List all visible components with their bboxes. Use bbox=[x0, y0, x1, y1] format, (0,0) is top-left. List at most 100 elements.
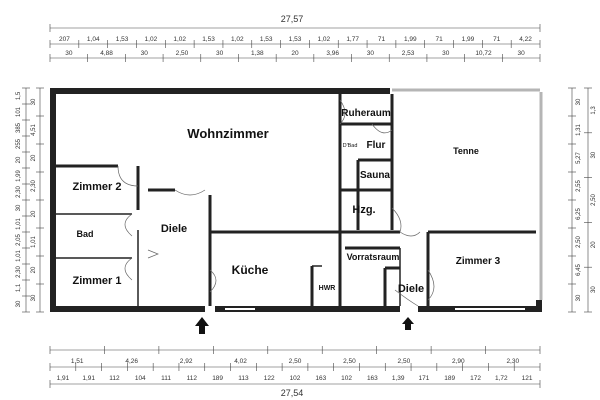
room-hzg: Hzg. bbox=[352, 204, 375, 216]
dimension-label: 2,50 bbox=[343, 358, 356, 365]
dimension-label: 30 bbox=[591, 151, 597, 158]
dimension-label: 5,27 bbox=[576, 152, 582, 164]
dimension-label: 20 bbox=[291, 50, 299, 57]
dimension-label: 1,5 bbox=[16, 91, 22, 100]
dimension-label: 1,53 bbox=[116, 36, 129, 43]
dimension-label: 2,50 bbox=[398, 358, 411, 365]
dimension-label: 1,99 bbox=[16, 170, 22, 182]
dimension-label: 2,30 bbox=[16, 266, 22, 278]
dimension-label: 20 bbox=[591, 241, 597, 248]
dimension-label: 30 bbox=[141, 50, 149, 57]
room-bad: Bad bbox=[76, 229, 93, 239]
room-flur: Flur bbox=[367, 140, 386, 151]
dimension-label: 4,22 bbox=[519, 36, 532, 43]
dimension-label: 1,1 bbox=[16, 283, 22, 292]
dimension-label: 112 bbox=[187, 375, 198, 382]
exterior-walls bbox=[50, 88, 543, 312]
dimension-label: 1,02 bbox=[317, 36, 330, 43]
dimension-label: 2,30 bbox=[506, 358, 519, 365]
dimension-label: 30 bbox=[216, 50, 224, 57]
dimension-label: 102 bbox=[341, 375, 352, 382]
dimension-label: 6,45 bbox=[576, 264, 582, 276]
dimension-label: 121 bbox=[522, 375, 533, 382]
dimension-label: 1,01 bbox=[31, 236, 37, 248]
dimension-label: 3,96 bbox=[326, 50, 339, 57]
dimension-label: 1,01 bbox=[16, 250, 22, 262]
dimension-label: 1,99 bbox=[462, 36, 475, 43]
dimension-label: 4,51 bbox=[31, 124, 37, 136]
dimension-label: 172 bbox=[470, 375, 481, 382]
dimension-label: 122 bbox=[264, 375, 275, 382]
dimension-label: 2,50 bbox=[176, 50, 189, 57]
dimension-label: 163 bbox=[367, 375, 378, 382]
dimension-label: 1,91 bbox=[82, 375, 95, 382]
room-diele-left: Diele bbox=[161, 223, 187, 235]
dimension-label: 2,30 bbox=[31, 180, 37, 192]
dimension-label: 1,99 bbox=[404, 36, 417, 43]
dimension-label: 207 bbox=[59, 36, 70, 43]
room-zimmer-2: Zimmer 2 bbox=[73, 181, 122, 193]
dimension-label: 30 bbox=[518, 50, 526, 57]
dimension-label: 20 bbox=[31, 154, 37, 161]
room-dbad: D'Bad bbox=[343, 143, 358, 149]
dimension-label: 30 bbox=[16, 300, 22, 307]
dimension-label: 30 bbox=[16, 204, 22, 211]
dimension-label: 2,53 bbox=[402, 50, 415, 57]
dimension-label: 171 bbox=[419, 375, 430, 382]
room-zimmer-1: Zimmer 1 bbox=[73, 275, 122, 287]
left-dimension-chain: 1,5 101 385 255 20 1,99 2,30 30 1,01 2,05 1,01 2,30… bbox=[16, 87, 44, 313]
dimension-label: 1,02 bbox=[145, 36, 158, 43]
dimension-label: 71 bbox=[493, 36, 501, 43]
dimension-label: 1,51 bbox=[71, 358, 84, 365]
dimension-label: 30 bbox=[591, 286, 597, 293]
dimension-label: 30 bbox=[576, 98, 582, 105]
room-zimmer-3: Zimmer 3 bbox=[456, 256, 501, 267]
interior-walls bbox=[56, 94, 536, 306]
room-hwr: HWR bbox=[319, 285, 336, 292]
dimension-label: 1,53 bbox=[289, 36, 302, 43]
dimension-label: 101 bbox=[16, 106, 22, 117]
dimension-label: 71 bbox=[436, 36, 444, 43]
dimension-label: 1,04 bbox=[87, 36, 100, 43]
dimension-label: 2,55 bbox=[576, 180, 582, 192]
dimension-label: 20 bbox=[31, 210, 37, 217]
dimension-label: 1,38 bbox=[251, 50, 264, 57]
dimension-label: 385 bbox=[16, 122, 22, 133]
dimension-label: 111 bbox=[161, 375, 171, 382]
dimension-label: 20 bbox=[16, 156, 22, 163]
left-dimension-col-1: 1,5101385255201,992,30301,012,051,012,30… bbox=[16, 87, 30, 313]
dimension-label: 1,31 bbox=[576, 124, 582, 136]
dimension-label: 112 bbox=[109, 375, 120, 382]
dimension-label: 30 bbox=[31, 98, 37, 105]
dimension-label: 1,3 bbox=[591, 106, 597, 115]
dimension-label: 30 bbox=[31, 294, 37, 301]
dimension-label: 30 bbox=[367, 50, 375, 57]
dimension-label: 2,05 bbox=[16, 234, 22, 246]
dimension-label: 1,91 bbox=[57, 375, 70, 382]
dimension-label: 1,77 bbox=[346, 36, 359, 43]
room-vorratsraum: Vorratsraum bbox=[347, 252, 400, 262]
dimension-label: 1,02 bbox=[173, 36, 186, 43]
dimension-label: 163 bbox=[315, 375, 326, 382]
room-wohnzimmer: Wohnzimmer bbox=[187, 126, 268, 141]
door-swings bbox=[117, 99, 435, 307]
dimension-label: 1,39 bbox=[392, 375, 405, 382]
dimension-label: 2,90 bbox=[452, 358, 465, 365]
dimension-label: 30 bbox=[65, 50, 73, 57]
dimension-label: 189 bbox=[212, 375, 223, 382]
dimension-label: 104 bbox=[135, 375, 146, 382]
dimension-label: 2,92 bbox=[180, 358, 193, 365]
room-diele-right: Diele bbox=[398, 283, 424, 295]
dimension-label: 255 bbox=[16, 138, 22, 149]
room-kueche: Küche bbox=[232, 263, 269, 277]
